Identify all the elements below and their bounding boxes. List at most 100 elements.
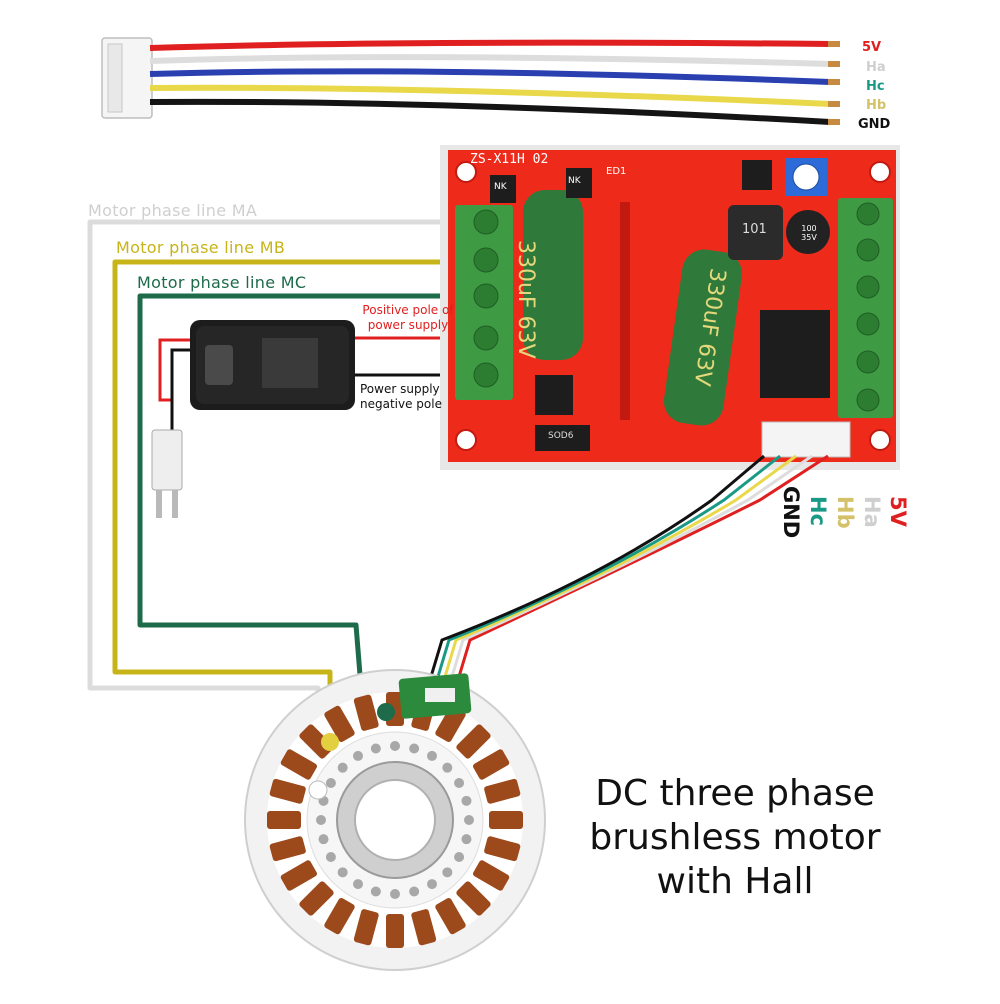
- adapter-prong-recess: [205, 345, 233, 385]
- adapter-mains-black: [170, 348, 190, 430]
- stator-rivet: [370, 886, 381, 897]
- stator-rivet: [316, 815, 326, 825]
- stator-rivet: [427, 879, 437, 890]
- stator-coil: [353, 909, 379, 946]
- cable-legend-ha: Ha: [866, 60, 886, 75]
- hall-sensor-connector: [425, 688, 455, 702]
- small-capacitor-value: 100 35V: [801, 224, 817, 242]
- stator-coil: [299, 724, 334, 759]
- stator-coil: [324, 705, 355, 742]
- board-hole-br: [869, 429, 891, 451]
- board-model-label: ZS-X11H 02: [470, 152, 549, 167]
- stator-coil: [473, 860, 510, 891]
- adapter-mains-red: [158, 338, 190, 430]
- stator-rivet: [409, 886, 420, 897]
- wire-hb: [149, 84, 831, 107]
- potentiometer-knob: [792, 163, 820, 191]
- stator-rivet: [442, 762, 453, 773]
- board-hole-bl: [455, 429, 477, 451]
- hall-wires-to-motor: [425, 454, 829, 691]
- cable-legend-hc: Hc: [866, 79, 885, 94]
- stator-rivet: [325, 778, 336, 788]
- terminal-block-right: [838, 198, 893, 418]
- terminal-screw-r2: [856, 238, 880, 262]
- motor-caption: DC three phase brushless motor with Hall: [560, 772, 910, 904]
- transistor-top-1: [566, 168, 592, 198]
- stator-rivet: [353, 879, 363, 890]
- label-negative-pole: Power supply negative pole: [360, 382, 442, 411]
- stator-coil: [456, 881, 491, 916]
- mains-plug-body: [151, 429, 183, 491]
- label-positive-pole: Positive pole of power supply: [362, 303, 454, 332]
- label-phase-mb: Motor phase line MB: [116, 238, 286, 257]
- wire-tip-hb: [828, 101, 840, 107]
- label-phase-mc: Motor phase line MC: [137, 273, 307, 292]
- solder-point-mb: [321, 733, 339, 751]
- wire-ha: [149, 54, 831, 67]
- solder-point-ma: [308, 780, 328, 800]
- stator-coil: [269, 778, 306, 804]
- wire-hc: [149, 68, 831, 85]
- terminal-screw-r3: [856, 275, 880, 299]
- stator-coil: [280, 749, 317, 780]
- diode: [535, 425, 590, 451]
- cable-legend-5v: 5V: [862, 40, 882, 55]
- caption-line-3: with Hall: [656, 861, 814, 902]
- power-adapter: [151, 320, 355, 518]
- stator-coil: [435, 705, 466, 742]
- board-legend-hc: Hc: [806, 496, 830, 527]
- terminal-screw-mc: [473, 283, 499, 309]
- heatsink-strip: [620, 202, 630, 420]
- mosfet-bottom-left: [535, 375, 573, 415]
- cable-legend-hb: Hb: [866, 98, 887, 113]
- small-ic: [742, 160, 772, 190]
- hall-wire-hb: [439, 454, 797, 691]
- brushless-motor: [244, 669, 546, 971]
- hall-wire-gnd: [425, 454, 765, 691]
- capacitor-left-value: 330uF 63V: [513, 240, 538, 359]
- stator-coil: [484, 778, 521, 804]
- stator-rivet: [454, 852, 465, 862]
- wire-gnd: [149, 98, 831, 125]
- stator-rivet: [390, 741, 400, 751]
- stator-rivet: [370, 743, 381, 754]
- terminal-screw-r4: [856, 312, 880, 336]
- terminal-screw-positive: [473, 325, 499, 351]
- small-capacitor: [786, 210, 830, 254]
- stator-coil: [484, 836, 521, 862]
- stator-rivet: [337, 867, 348, 878]
- cable-connector-latch: [107, 43, 123, 113]
- solder-point-mc: [377, 703, 395, 721]
- wire-tip-gnd: [828, 119, 840, 125]
- stator-rivet: [461, 834, 472, 845]
- stator-rivet: [325, 852, 336, 862]
- stator-rivet: [390, 889, 400, 899]
- terminal-screw-mb: [473, 247, 499, 273]
- board-hole-tl: [455, 161, 477, 183]
- board-legend-hb: Hb: [833, 496, 857, 529]
- stator-rivet: [442, 867, 453, 878]
- label-phase-ma: Motor phase line MA: [88, 201, 258, 220]
- stator-coil: [269, 836, 306, 862]
- capacitor-right: [663, 249, 742, 426]
- stator-coil: [353, 694, 379, 731]
- wire-tip-5v: [828, 41, 840, 47]
- terminal-screw-r6: [856, 388, 880, 412]
- stator-coil: [324, 898, 355, 935]
- stator-coil: [435, 898, 466, 935]
- mains-plug-pin-right: [172, 490, 178, 518]
- inductor-value: 101: [742, 222, 767, 237]
- driver-ic: [760, 310, 830, 398]
- capacitor-left: [523, 190, 583, 360]
- inductor: [728, 205, 783, 260]
- board-legend-5v: 5V: [886, 496, 910, 527]
- board-nk-mark-1: NK: [568, 176, 581, 186]
- diode-label: SOD6: [548, 431, 574, 441]
- hall-wire-ha: [446, 454, 813, 691]
- stator-coil: [299, 881, 334, 916]
- stator-coil: [411, 909, 437, 946]
- caption-line-1: DC three phase: [595, 773, 875, 814]
- controller-board: [440, 145, 900, 470]
